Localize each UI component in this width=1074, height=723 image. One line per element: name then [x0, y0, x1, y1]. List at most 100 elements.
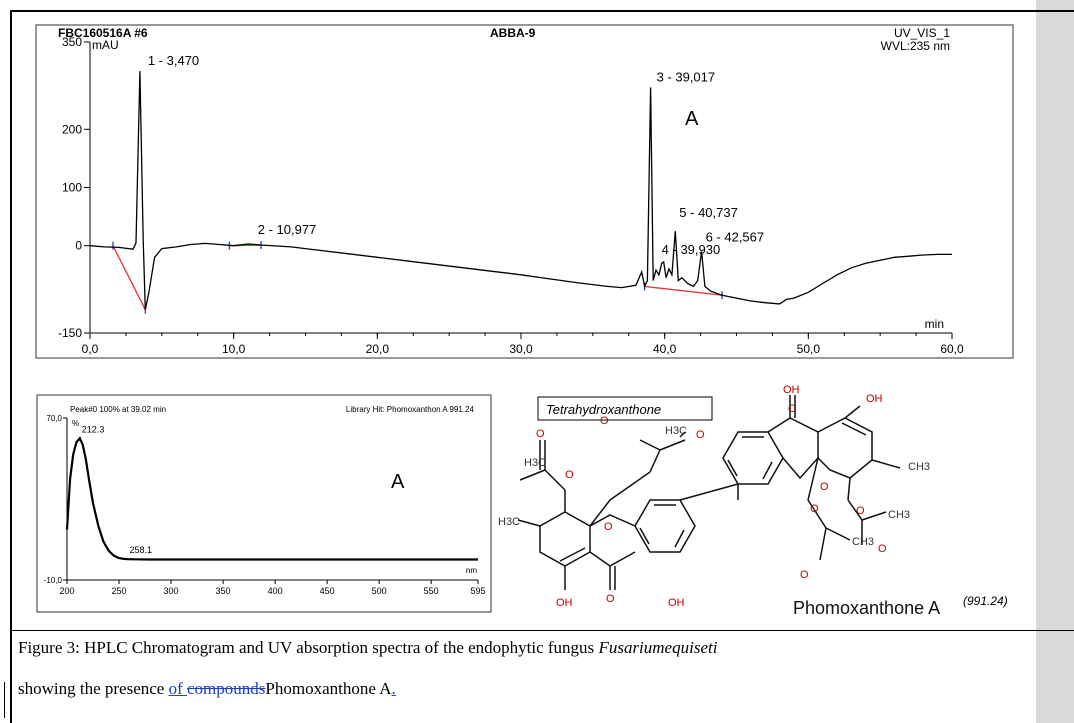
chrom-y-tick-label-1: 200 [62, 122, 82, 136]
uv-x-tick-label-2: 300 [164, 586, 179, 596]
uv-x-tick-label-3: 350 [216, 586, 231, 596]
chrom-peak-labels: 1 - 3,470 2 - 10,977 3 - 39,017 4 - 39,930 5… [148, 53, 764, 257]
caption-inserted-period: . [391, 679, 396, 698]
structure-label-box [537, 396, 713, 421]
svg-text:O: O [604, 521, 613, 533]
svg-text:O: O [800, 569, 809, 581]
uv-x-ticks: 200 250 300 350 400 450 500 550 595 [59, 580, 486, 596]
chrom-header-right-2: WVL:235 nm [881, 39, 950, 53]
svg-text:O: O [820, 481, 829, 493]
chrom-header-center: ABBA-9 [490, 26, 536, 40]
chrom-baseline-0 [112, 245, 146, 311]
uv-y-ticks: 70,0 -10,0 [44, 414, 67, 585]
chrom-x-ticks: 0,0 10,0 20,0 30,0 40,0 50,0 60,0 [82, 333, 964, 356]
chemical-structure: Tetrahydroxanthone [498, 384, 1008, 618]
uv-peak-labels: 212.3 258.1 [82, 424, 152, 555]
uv-trace [65, 436, 478, 561]
chromatogram-border [35, 24, 1014, 359]
compound-mass: (991.24) [963, 594, 1008, 608]
compound-name: Phomoxanthone A [793, 598, 940, 618]
svg-text:CH3: CH3 [888, 509, 910, 521]
svg-text:OH: OH [556, 597, 573, 609]
uv-header-right: Library Hit: Phomoxanthon A 991.24 [346, 405, 475, 414]
svg-text:H3C: H3C [665, 425, 687, 437]
svg-text:O: O [606, 593, 615, 605]
uv-y-tick-label-0: 70,0 [46, 414, 62, 423]
chrom-x-tick-label-1: 10,0 [222, 342, 246, 356]
chrom-x-unit: min [925, 317, 944, 331]
chrom-x-tick-label-0: 0,0 [82, 342, 99, 356]
uv-x-tick-label-6: 500 [372, 586, 387, 596]
chrom-header-right-1: UV_VIS_1 [894, 26, 950, 40]
chrom-y-tick-label-2: 100 [62, 181, 82, 195]
caption-line-1-text: Figure 3: HPLC Chromatogram and UV absor… [18, 638, 599, 657]
svg-text:OH: OH [866, 393, 883, 405]
figure-frame [10, 10, 1074, 630]
svg-text:O: O [536, 428, 545, 440]
uv-spectrum-panel: Peak#0 100% at 39.02 min Library Hit: Ph… [36, 394, 492, 613]
svg-text:H3C: H3C [498, 516, 520, 528]
chromatogram-panel: FBC160516A #6 ABBA-9 UV_VIS_1 WVL:235 nm… [35, 24, 1014, 359]
svg-text:O: O [878, 543, 887, 555]
caption-species-name: Fusariumequiseti [598, 638, 718, 657]
uv-x-tick-label-0: 200 [59, 586, 74, 596]
svg-text:O: O [565, 469, 574, 481]
uv-x-tick-label-4: 400 [268, 586, 283, 596]
chrom-peak-label-5: 5 - 40,737 [679, 205, 738, 220]
svg-text:O: O [696, 429, 705, 441]
chrom-peak-label-2: 2 - 10,977 [258, 222, 317, 237]
chrom-baseline-2 [644, 285, 723, 296]
caption-deleted-text: compounds [187, 679, 266, 698]
svg-text:H3C: H3C [524, 457, 546, 469]
svg-text:CH3: CH3 [852, 536, 874, 548]
uv-peak-label-0: 212.3 [82, 424, 105, 434]
uv-peak-label-1: 258.1 [129, 545, 152, 555]
figure-svg: FBC160516A #6 ABBA-9 UV_VIS_1 WVL:235 nm… [35, 24, 1014, 618]
chrom-y-ticks: 350 200 100 0 -150 [58, 35, 90, 340]
svg-text:O: O [788, 403, 797, 415]
uv-header-left: Peak#0 100% at 39.02 min [70, 405, 166, 414]
chrom-y-tick-label-0: 350 [62, 35, 82, 49]
structure-bonds [517, 395, 901, 590]
structure-atoms: OH O OH H3C O O O H3C O O CH3 H3C O O O … [498, 384, 930, 609]
chrom-x-tick-label-4: 40,0 [653, 342, 677, 356]
chrom-trace [89, 71, 952, 310]
caption-frame [10, 630, 1074, 723]
svg-text:O: O [810, 503, 819, 515]
caption-line-1: Figure 3: HPLC Chromatogram and UV absor… [18, 638, 717, 658]
caption-line-2: showing the presence of compoundsPhomoxa… [18, 679, 396, 699]
uv-x-tick-label-1: 250 [112, 586, 127, 596]
change-bar [4, 682, 5, 718]
chrom-x-tick-label-2: 20,0 [366, 342, 390, 356]
chrom-x-tick-label-5: 50,0 [797, 342, 821, 356]
uv-x-tick-label-5: 450 [320, 586, 335, 596]
uv-x-tick-label-8: 595 [470, 586, 485, 596]
svg-text:CH3: CH3 [908, 461, 930, 473]
chrom-y-tick-label-3: 0 [75, 239, 82, 253]
comment-margin-band [1036, 0, 1074, 723]
chrom-peak-label-3: 3 - 39,017 [657, 69, 716, 84]
chrom-header-left: FBC160516A #6 [58, 26, 148, 40]
caption-inserted-text: of [168, 679, 188, 698]
svg-text:O: O [856, 505, 865, 517]
svg-text:O: O [600, 415, 609, 427]
chrom-y-unit: mAU [92, 38, 119, 52]
uv-x-unit: nm [466, 566, 477, 575]
svg-text:OH: OH [783, 384, 800, 396]
caption-line-2-text: showing the presence [18, 679, 169, 698]
uv-border [36, 394, 492, 613]
uv-annotation: A [391, 471, 405, 493]
svg-text:OH: OH [668, 597, 685, 609]
chrom-x-tick-label-3: 30,0 [509, 342, 533, 356]
uv-x-tick-label-7: 550 [424, 586, 439, 596]
chrom-annotation: A [685, 108, 699, 130]
uv-y-unit: % [72, 419, 79, 428]
chrom-y-tick-label-4: -150 [58, 326, 82, 340]
structure-label: Tetrahydroxanthone [546, 402, 661, 417]
chrom-x-tick-label-6: 60,0 [940, 342, 964, 356]
caption-compound-name: Phomoxanthone A [265, 679, 392, 698]
uv-y-tick-label-1: -10,0 [44, 576, 63, 585]
chrom-peak-label-6: 6 - 42,567 [706, 230, 765, 245]
chrom-peak-label-1: 1 - 3,470 [148, 53, 199, 68]
chrom-peak-label-4: 4 - 39,930 [662, 242, 721, 257]
